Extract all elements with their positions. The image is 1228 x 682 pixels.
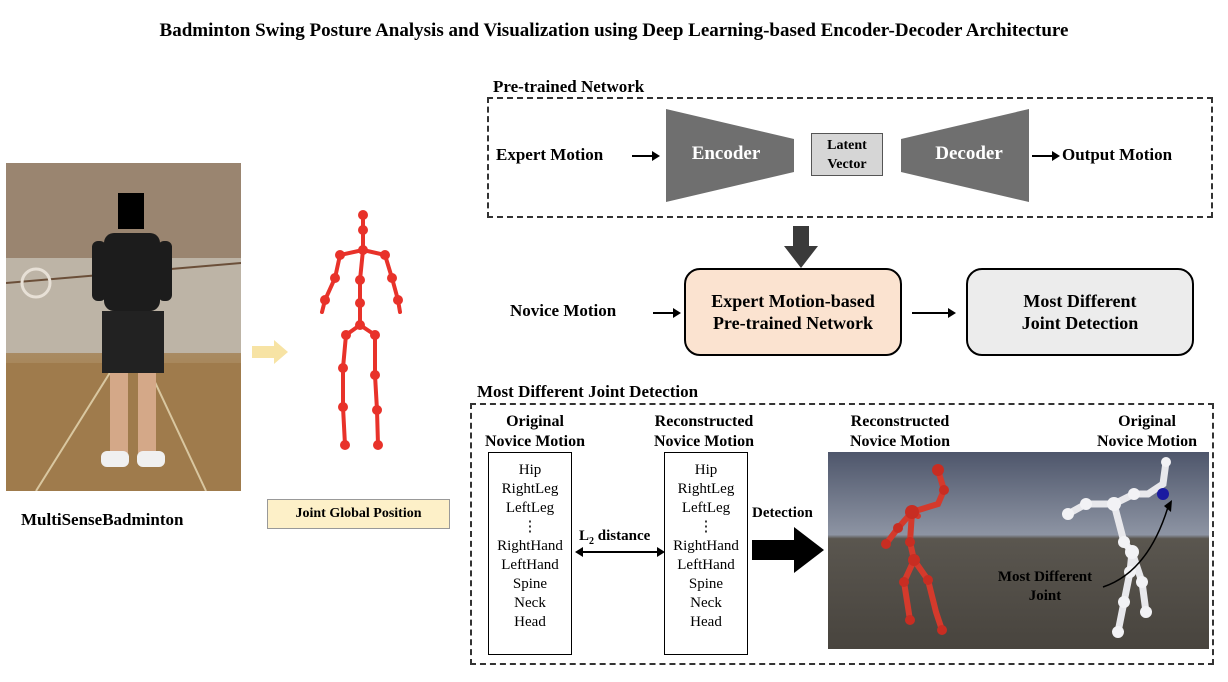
dataset-label: MultiSenseBadminton [21,510,184,529]
decoder-label: Decoder [935,143,1003,164]
network-line2: Pre-trained Network [712,313,874,333]
list-item: Head [514,614,546,630]
double-arrow-icon [575,547,665,557]
flow-arrow-icon [252,340,288,364]
novice-motion-label: Novice Motion [510,301,617,320]
arrow-right-icon [912,308,956,318]
distance-suffix: distance [594,528,651,544]
expert-motion-label: Expert Motion [496,145,604,164]
decoder-shape [901,109,1029,202]
list-item: Hip [694,462,718,478]
most-different-joint-annotation: Most Different Joint [975,568,1115,606]
list-item: RightLeg [677,481,735,497]
original-joint-list: Hip RightLeg LeftLeg ⋮ RightHand LeftHan… [488,452,572,655]
pretrained-network-box [487,97,1213,218]
list-item: RightHand [497,538,563,554]
diagram-title: Badminton Swing Posture Analysis and Vis… [159,20,1069,41]
list-item: LeftHand [677,557,735,573]
detection-section-label: Most Different Joint Detection [475,382,701,402]
encoder-label: Encoder [691,143,761,164]
expert-network-box: Expert Motion-based Pre-trained Network [684,268,902,356]
original-list-header: Original Novice Motion [465,412,605,452]
network-line1: Expert Motion-based [711,290,875,311]
pose-render [881,457,1172,638]
reconstructed-joint-list: Hip RightLeg LeftLeg ⋮ RightHand LeftHan… [664,452,748,655]
annotation-pointer [1102,506,1169,588]
result-line1: Most Different [1023,290,1137,311]
arrow-right-icon [632,151,660,161]
arrow-right-icon [653,308,681,318]
joint-position-label: Joint Global Position [267,499,450,529]
reconstructed-skeleton [883,467,948,633]
joint-detection-box: Most Different Joint Detection [966,268,1194,356]
annotation-line1: Most Different [997,569,1093,585]
distance-subscript: 2 [589,536,595,547]
list-item: RightHand [673,538,739,554]
list-item: RightLeg [501,481,559,497]
header-line1: Original [506,413,564,430]
header-line2: Novice Motion [1097,433,1197,450]
detection-section-box [470,403,1214,665]
latent-vector-box: Latent Vector [811,133,883,176]
encoder-shape [666,109,794,202]
header-line1: Reconstructed [654,413,754,430]
list-item: Neck [514,595,546,611]
list-item: Spine [688,576,724,592]
highlighted-joint-marker [1157,488,1169,500]
result-line2: Joint Detection [1021,313,1139,333]
pretrained-section-label: Pre-trained Network [491,77,647,97]
list-item: ⋮ [522,519,538,535]
list-item: ⋮ [698,519,714,535]
player-illustration [5,163,242,492]
header-line2: Novice Motion [485,433,585,450]
arrow-down-icon [784,226,818,268]
detection-label: Detection [752,505,813,521]
vis-reconstructed-header: Reconstructed Novice Motion [830,412,970,452]
player-photo [5,163,242,492]
pose-visualization [828,452,1209,649]
header-line2: Novice Motion [850,433,950,450]
list-item: Hip [518,462,542,478]
list-item: LeftHand [501,557,559,573]
list-item: Head [690,614,722,630]
header-line1: Original [1118,413,1176,430]
distance-symbol: L [579,528,590,544]
thick-arrow-icon [752,527,824,573]
list-item: Spine [512,576,548,592]
header-line1: Reconstructed [850,413,950,430]
output-motion-label: Output Motion [1062,145,1173,164]
reconstructed-list-header: Reconstructed Novice Motion [634,412,774,452]
l2-distance-label: L2 distance [579,528,650,547]
joint-skeleton [320,210,403,450]
list-item: Neck [690,595,722,611]
latent-line1: Latent [827,138,867,153]
arrow-right-icon [1032,151,1060,161]
annotation-line2: Joint [1028,588,1062,604]
list-item: LeftLeg [681,500,731,516]
header-line2: Novice Motion [654,433,754,450]
list-item: LeftLeg [505,500,555,516]
vis-original-header: Original Novice Motion [1082,412,1212,452]
latent-line2: Vector [827,157,867,172]
